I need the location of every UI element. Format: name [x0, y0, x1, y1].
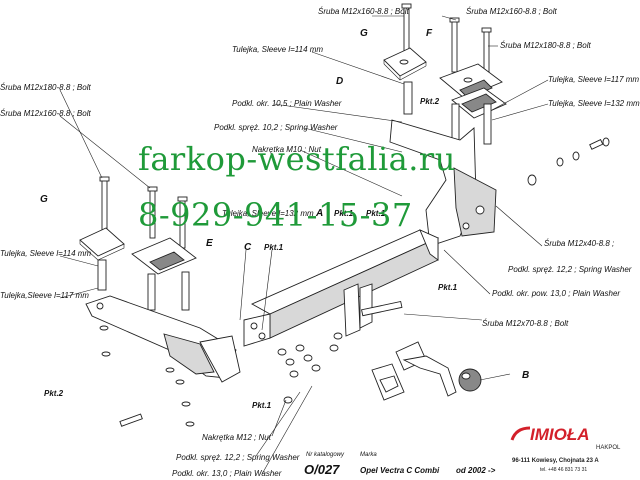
ref-c: C	[244, 242, 252, 253]
label-bolt-160-top-left: Śruba M12x160-8.8 ; Bolt	[318, 7, 409, 16]
label-sleeve-132-mid: Tulejka, Sleeve l=132 mm	[222, 209, 314, 218]
ref-pkt1-b: Pkt.1	[334, 209, 354, 218]
plate-g-left	[79, 227, 125, 261]
label-spring-washer-122-bottom: Podkl. spręż. 12,2 ; Spring Washer	[176, 453, 300, 462]
bracket-c-left	[85, 295, 241, 383]
label-spring-washer-102: Podkl. spręż. 10,2 ; Spring Washer	[214, 123, 338, 132]
bolt-left-1	[99, 176, 110, 233]
nuts-bottom	[277, 332, 343, 404]
label-sleeve-132-right: Tulejka, Sleeve l=132 mm	[548, 99, 640, 108]
catalog-label: Nr katalogowy	[306, 452, 345, 458]
label-sleeve-114-top: Tulejka, Sleeve l=114 mm	[232, 45, 323, 54]
label-bolt-160-top-right: Śruba M12x160-8.8 ; Bolt	[466, 7, 557, 16]
ref-e: E	[206, 238, 213, 249]
label-spring-washer-122-right: Podkl. spręż. 12,2 ; Spring Washer	[508, 265, 632, 274]
label-plain-washer-130-right: Podkl. okr. pow. 13,0 ; Plain Washer	[492, 289, 620, 298]
label-bolt-180-left: Śruba M12x180-8.8 ; Bolt	[0, 83, 91, 92]
label-sleeve-117-left: Tulejka,Sleeve l=117 mm	[0, 291, 89, 300]
brand-label: Marka	[360, 452, 377, 458]
ref-pkt1-e: Pkt.1	[252, 401, 272, 410]
catalog-number: O/027	[304, 462, 340, 477]
sleeves-top	[403, 81, 492, 145]
ref-pkt1-d: Pkt.1	[438, 283, 458, 292]
ref-pkt2-top: Pkt.2	[420, 97, 440, 106]
logo-phone: tel. +48 46 831 73 31	[540, 467, 587, 473]
label-nut-m12: Nakrętka M12 ; Nut	[202, 433, 272, 442]
left-washers	[99, 325, 195, 427]
ref-pkt2-left: Pkt.2	[44, 389, 64, 398]
label-nut-m10: Nakrętka M10 ; Nut	[252, 145, 322, 154]
label-sleeve-117-right: Tulejka, Sleeve l=117 mm	[548, 75, 639, 84]
ref-f: F	[426, 28, 433, 39]
right-washers	[527, 137, 610, 186]
bolt-left-2	[147, 186, 158, 239]
logo-sub: HAKPOL	[596, 445, 621, 451]
ref-g-top: G	[360, 28, 368, 39]
model-name: Opel Vectra C Combi	[360, 466, 440, 475]
ref-pkt1-c: Pkt.1	[366, 209, 386, 218]
label-bolt-m12x70: Śruba M12x70-8.8 ; Bolt	[482, 319, 569, 328]
imiola-logo: IMIOŁA HAKPOL 96-111 Kowiesy, Chojnata 2…	[510, 425, 621, 473]
ref-d: D	[336, 76, 343, 87]
bolt-top-2	[449, 17, 460, 73]
tow-ball-b	[371, 341, 482, 401]
model-year: od 2002 ->	[456, 466, 496, 475]
logo-address: 96-111 Kowiesy, Chojnata 23 A	[512, 458, 599, 464]
bracket-d	[389, 119, 497, 247]
center-bracket	[343, 283, 403, 337]
watermark-site: farkop-westfalia.ru	[138, 140, 456, 178]
ref-b: B	[522, 370, 529, 381]
plate-g-top	[383, 47, 427, 81]
logo-name: IMIOŁA	[530, 425, 590, 444]
ref-a: A	[315, 208, 323, 219]
leader-lines	[59, 15, 549, 475]
plate-f-lower	[451, 87, 507, 119]
label-plain-washer-105: Podkl. okr. 10,5 ; Plain Washer	[232, 99, 342, 108]
sleeves-left	[97, 259, 190, 311]
label-bolt-m12x40: Śruba M12x40-8.8 ;	[544, 239, 614, 248]
label-sleeve-114-left: Tulejka, Sleeve l=114 mm	[0, 249, 91, 258]
label-plain-washer-130-bottom: Podkl. okr. 13,0 ; Plain Washer	[172, 469, 282, 478]
label-bolt-160-left: Śruba M12x160-8.8 ; Bolt	[0, 109, 91, 118]
ref-pkt1-a: Pkt.1	[264, 243, 284, 252]
label-bolt-180-right: Śruba M12x180-8.8 ; Bolt	[500, 41, 591, 50]
watermark-phone: 8-929-941-15-37	[138, 196, 413, 234]
ref-g-left: G	[40, 194, 48, 205]
plate-e-left	[131, 237, 197, 275]
